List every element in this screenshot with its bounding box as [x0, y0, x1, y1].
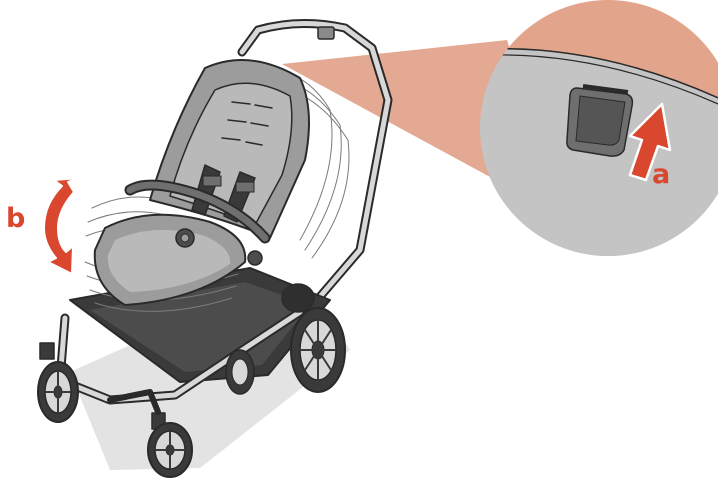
handlebar-release-button — [318, 27, 334, 39]
fold-joint — [248, 251, 262, 265]
curved-double-arrow-icon — [44, 178, 80, 274]
release-button-label: a — [652, 159, 670, 190]
magnified-detail: a — [470, 0, 718, 260]
rear-left-wheel — [226, 350, 254, 394]
rear-wheel — [291, 308, 345, 392]
rear-wheel-hub-cover — [282, 284, 314, 312]
recline-label: b — [6, 203, 25, 234]
